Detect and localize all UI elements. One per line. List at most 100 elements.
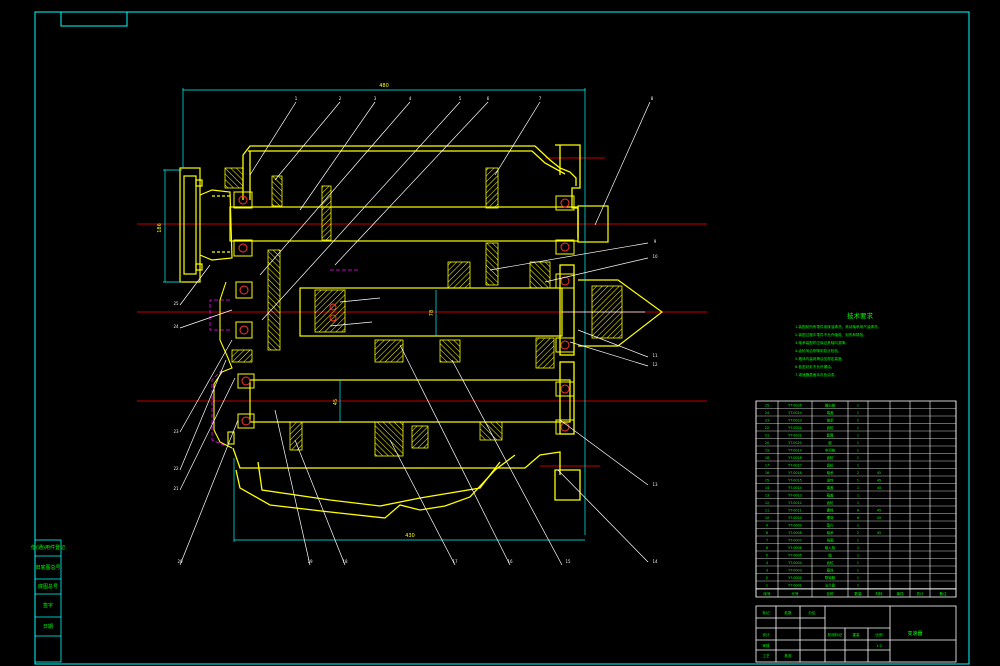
parts-cell: 17 [765, 464, 769, 468]
parts-cell: 1 [857, 456, 859, 460]
parts-cell: YT-0010 [788, 516, 802, 520]
sheet-frame [34, 11, 970, 665]
parts-cell: YT-0016 [788, 471, 802, 475]
code-box [60, 11, 128, 27]
parts-cell: YT-0009 [788, 524, 802, 528]
parts-cell: 挡圈 [827, 538, 834, 543]
parts-cell: 1 [857, 449, 859, 453]
parts-cell: 2 [857, 471, 859, 475]
parts-cell: 2 [857, 419, 859, 423]
output-coupling [578, 279, 664, 347]
parts-cell: 法兰盘 [825, 583, 836, 588]
parts-cell: 4 [766, 561, 768, 565]
dim-text-center-distance: 78 [429, 310, 435, 316]
parts-cell: 15 [765, 479, 769, 483]
balloon-18: 18 [342, 559, 348, 564]
shafts [229, 205, 664, 423]
flange-disc-inner [183, 175, 197, 275]
flange-bolt-top [195, 179, 203, 187]
bearing-right-2 [555, 239, 575, 255]
parts-cell: 1 [766, 584, 768, 588]
parts-cell: 箱盖 [827, 493, 834, 498]
parts-cell: 齿轮 [827, 560, 834, 565]
parts-cell: YT-0005 [788, 554, 802, 558]
gear-main-3 [529, 261, 551, 289]
housing-top-inner [248, 150, 566, 175]
parts-cell: 1 [857, 569, 859, 573]
tb-label-review: 审核 [762, 643, 770, 648]
gear-input-2 [271, 175, 283, 207]
parts-cell: 齿轮 [827, 500, 834, 505]
bearing-main-top [235, 281, 253, 299]
housing-top-contour [242, 145, 577, 186]
parts-cell: 6 [766, 546, 768, 550]
stamp-label-2: 底图总号 [38, 583, 58, 590]
gear-counter-2 [289, 421, 303, 451]
balloon-14: 14 [652, 559, 658, 564]
oil-sump [235, 454, 516, 519]
parts-cell: 1 [857, 554, 859, 558]
parts-cell: 1 [857, 501, 859, 505]
gear-input-1 [321, 185, 332, 241]
oil-sump-inner [257, 461, 501, 507]
parts-cell: YT-0019 [788, 449, 802, 453]
tech-req-line-6: 6.各密封处不允许漏油。 [795, 364, 834, 369]
dim-text-bottom: 430 [405, 533, 415, 539]
right-bearing-seat-main [559, 264, 575, 356]
parts-cell: 45 [877, 486, 881, 490]
parts-cell: YT-0001 [788, 584, 802, 588]
parts-cell: 45 [877, 516, 881, 520]
parts-cell: 套筒 [827, 433, 834, 438]
hidden-cover-lower [211, 369, 227, 447]
bearing-counter-top [237, 373, 255, 389]
drain-plug [227, 431, 235, 445]
parts-cell: 端盖 [827, 410, 834, 415]
parts-header-cell: 名称 [826, 591, 834, 596]
parts-cell: 箱体 [827, 568, 834, 573]
parts-header-cell: 代号 [791, 591, 799, 596]
balloon-5: 5 [459, 96, 462, 101]
counter-shaft [249, 379, 571, 423]
bearing-right-1 [555, 195, 575, 211]
balloon-12: 12 [652, 362, 658, 367]
parts-cell: 2 [766, 576, 768, 580]
parts-cell: YT-0024 [788, 411, 802, 415]
parts-cell: 齿轮 [827, 425, 834, 430]
parts-cell: 1 [857, 524, 859, 528]
balloon-22: 22 [173, 466, 179, 471]
parts-cell: 1 [857, 404, 859, 408]
tech-req-line-2: 2.装配过程中零件不允许磕碰、划伤和锈蚀。 [795, 332, 867, 337]
dim-text-flange: 186 [157, 223, 163, 233]
dimensions [163, 88, 586, 542]
parts-cell: 中间轴 [825, 448, 836, 453]
balloon-24: 24 [173, 324, 179, 329]
parts-cell: 8 [766, 531, 768, 535]
parts-cell: 22 [765, 426, 769, 430]
parts-cell: 轴承 [827, 418, 834, 423]
sleeve-left [267, 249, 281, 351]
bearings [233, 191, 575, 435]
parts-cell: YT-0018 [788, 456, 802, 460]
title-block: 变速器 标记 处数 分区 设计 审核 工艺 批准 阶段标记 重量 比例 1:2 [755, 605, 957, 663]
tb-label-weight: 重量 [852, 632, 860, 637]
parts-cell: 1 [857, 411, 859, 415]
parts-header-cell: 材料 [875, 591, 883, 596]
parts-cell: YT-0025 [788, 404, 802, 408]
parts-cell: 油封 [827, 478, 834, 483]
bearing-counter-bottom [237, 413, 255, 429]
